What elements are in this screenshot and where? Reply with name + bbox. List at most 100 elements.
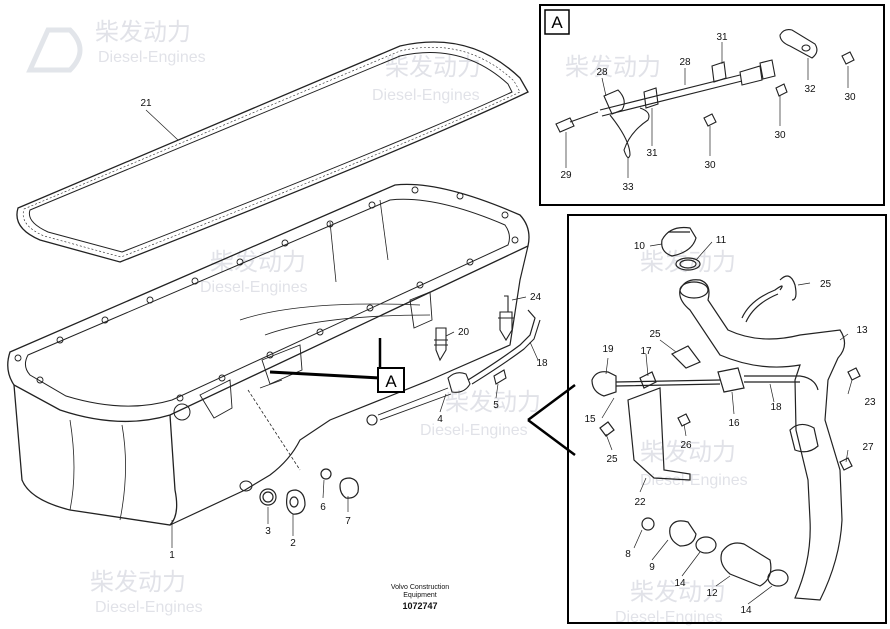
watermark-sub: Diesel-Engines	[200, 279, 308, 296]
callout-19: 19	[602, 344, 614, 355]
hose-25	[741, 285, 783, 323]
callout-10: 10	[634, 241, 646, 252]
callout-28: 28	[679, 57, 691, 68]
callout-29: 29	[560, 170, 572, 181]
callout-18: 18	[536, 358, 548, 369]
watermark-layer: 柴发动力 Diesel-Engines 柴发动力 Diesel-Engines …	[26, 19, 748, 626]
callout-32: 32	[804, 84, 816, 95]
cap-10	[661, 226, 697, 257]
watermark-brand: 柴发动力	[640, 249, 736, 276]
callout-15: 15	[584, 414, 596, 425]
drain-parts	[259, 468, 359, 515]
watermark-sub: Diesel-Engines	[98, 49, 206, 66]
detail-b-panel: 10 11 25 13 25 17 19 15 25 16 26 18 23 2…	[567, 214, 887, 624]
plug-7	[339, 477, 359, 499]
callout-25: 25	[649, 329, 661, 340]
callout-28: 28	[596, 67, 608, 78]
callout-33: 33	[622, 182, 634, 193]
callout-31: 31	[716, 32, 728, 43]
callout-18: 18	[770, 402, 782, 413]
callout-1: 1	[169, 550, 175, 561]
pan-fittings	[366, 295, 541, 426]
handle-19	[591, 371, 617, 397]
callout-9: 9	[649, 562, 655, 573]
callout-30: 30	[844, 92, 856, 103]
bolt-5	[493, 369, 507, 385]
detail-a-title: A	[551, 13, 563, 32]
hose-12	[720, 542, 772, 587]
sensor-20	[435, 327, 447, 362]
footer-line1: Volvo Construction	[390, 584, 450, 591]
adapter-9	[669, 520, 697, 547]
sensor-24	[499, 311, 513, 342]
watermark-sub: Diesel-Engines	[640, 472, 748, 489]
flange-32	[779, 29, 818, 59]
callout-24: 24	[530, 292, 542, 303]
bracket-22	[627, 387, 691, 481]
main-leaders	[145, 109, 539, 548]
bolt-29	[555, 117, 575, 133]
watermark-brand: 柴发动力	[565, 54, 661, 81]
watermark-brand: 柴发动力	[640, 439, 736, 466]
callout-22: 22	[634, 497, 646, 508]
callout-4: 4	[437, 414, 443, 425]
footer-part-number: 1072747	[402, 601, 438, 611]
clamp-14	[695, 536, 717, 554]
filler-pipe-13	[679, 279, 846, 601]
callout-14: 14	[740, 605, 752, 616]
washer-3	[259, 488, 277, 506]
callout-3: 3	[265, 526, 271, 537]
callout-14: 14	[674, 578, 686, 589]
callout-30: 30	[774, 130, 786, 141]
callout-23: 23	[864, 397, 876, 408]
watermark-brand: 柴发动力	[385, 54, 481, 81]
adapter-4	[447, 372, 471, 393]
detail-ref-A: A	[269, 338, 405, 393]
watermark-brand: 柴发动力	[445, 389, 541, 416]
footer-line2: Equipment	[403, 592, 437, 599]
callout-25: 25	[820, 279, 832, 290]
callout-17: 17	[640, 346, 652, 357]
watermark-brand: 柴发动力	[90, 569, 186, 596]
callout-27: 27	[862, 442, 874, 453]
callout-8: 8	[625, 549, 631, 560]
callout-2: 2	[290, 538, 296, 549]
callout-6: 6	[320, 502, 326, 513]
callout-11: 11	[716, 235, 727, 246]
callout-31: 31	[646, 148, 658, 159]
seal-11	[675, 257, 701, 271]
connector-16	[717, 367, 745, 393]
watermark-sub: Diesel-Engines	[95, 599, 203, 616]
oring	[366, 414, 378, 426]
callout-20: 20	[458, 327, 470, 338]
footer-credit: Volvo Construction Equipment 1072747	[360, 584, 480, 612]
dipstick-33	[609, 107, 650, 159]
watermark-brand: 柴发动力	[95, 19, 191, 46]
watermark-brand: 柴发动力	[210, 249, 306, 276]
drain-axis-line	[247, 389, 301, 471]
ring-6	[320, 468, 332, 480]
callout-13: 13	[856, 325, 868, 336]
tube-18	[467, 309, 536, 381]
callout-30: 30	[704, 160, 716, 171]
watermark-sub: Diesel-Engines	[615, 609, 723, 626]
callout-25: 25	[606, 454, 618, 465]
callout-12: 12	[706, 588, 718, 599]
watermark-brand: 柴发动力	[630, 579, 726, 606]
plug-2	[286, 489, 306, 515]
ref-a-label: A	[385, 372, 397, 391]
callout-21: 21	[140, 98, 152, 109]
watermark-logo	[26, 27, 83, 73]
oil-pan-gasket	[16, 41, 529, 263]
detail-a-panel: A	[539, 4, 885, 206]
oring-8	[641, 517, 655, 531]
callout-5: 5	[493, 400, 499, 411]
watermark-sub: Diesel-Engines	[372, 87, 480, 104]
callout-26: 26	[680, 440, 692, 451]
watermark-sub: Diesel-Engines	[420, 422, 528, 439]
oil-pan	[7, 183, 530, 526]
callout-7: 7	[345, 516, 351, 527]
leader	[259, 379, 283, 389]
